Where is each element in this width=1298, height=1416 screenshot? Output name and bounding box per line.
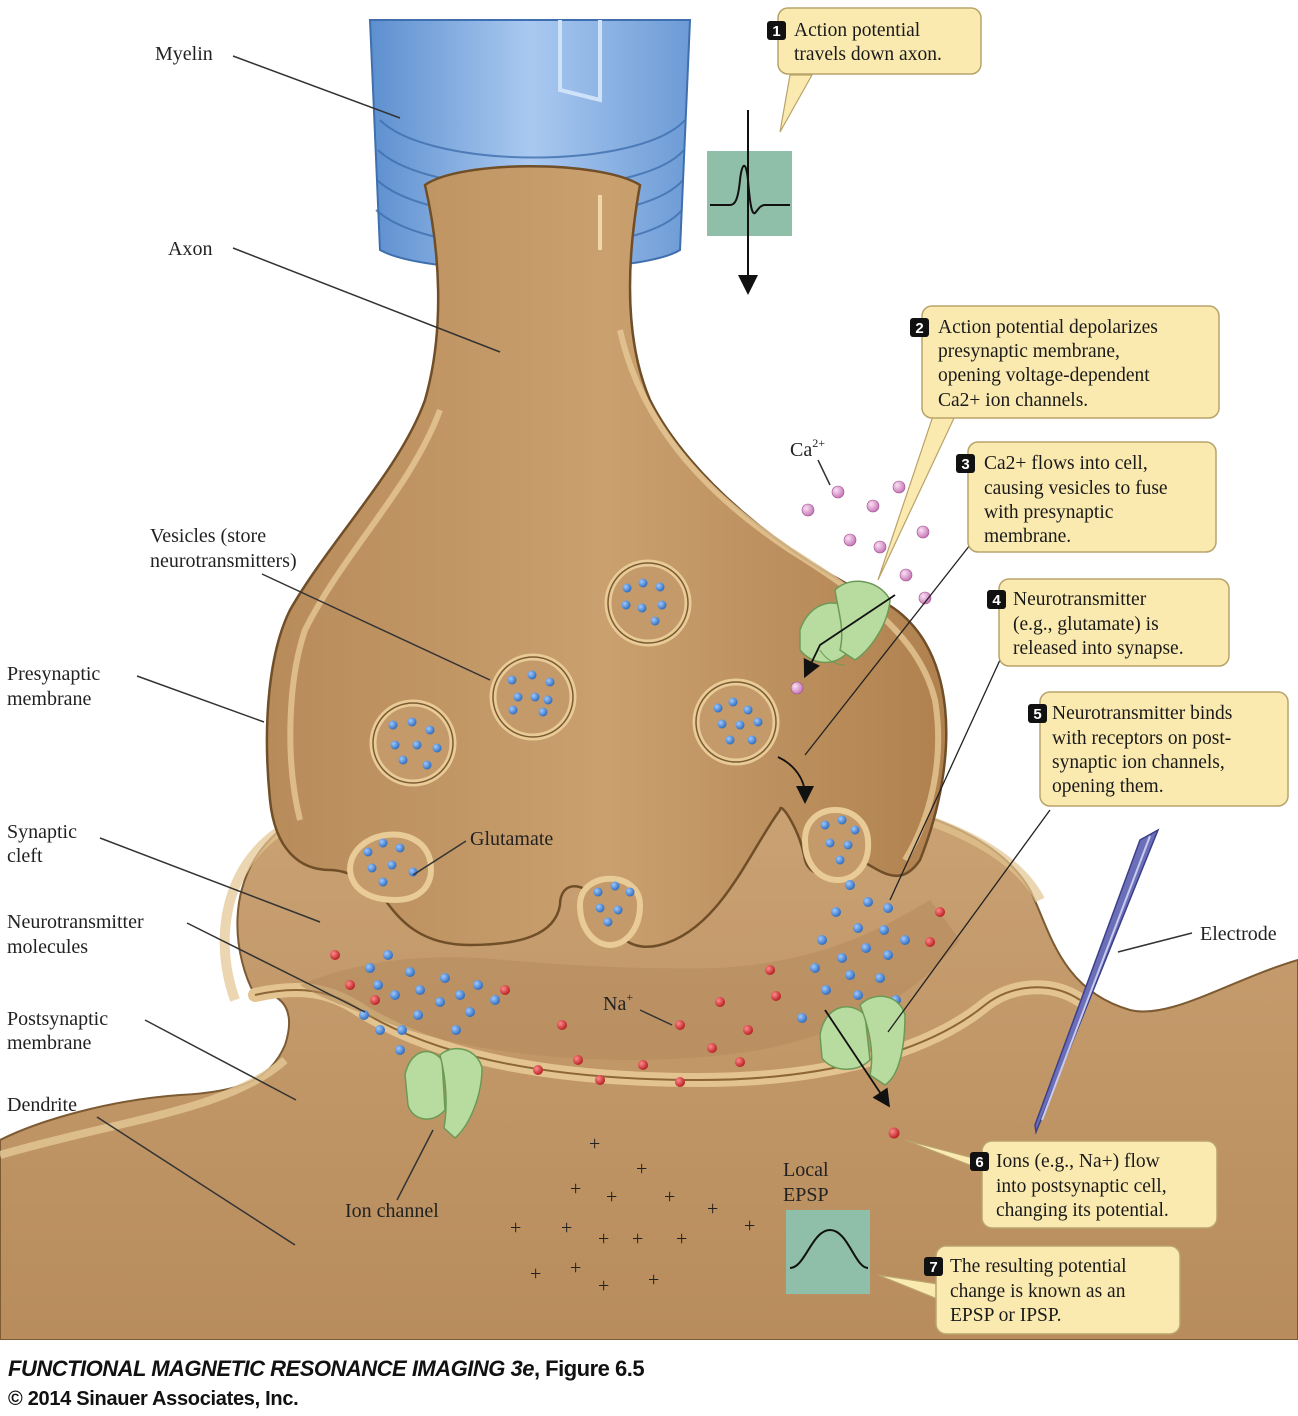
label-local: Local (783, 1159, 829, 1181)
label-ion-channel: Ion channel (345, 1200, 439, 1222)
ion-channel (404, 1047, 483, 1140)
svg-text:opening voltage-dependent: opening voltage-dependent (938, 365, 1150, 386)
svg-text:7: 7 (929, 1259, 937, 1276)
svg-text:+: + (632, 1228, 643, 1250)
svg-text:+: + (570, 1178, 581, 1200)
svg-text:2: 2 (915, 320, 923, 337)
fusing-vesicle (801, 807, 872, 884)
book-title: FUNCTIONAL MAGNETIC RESONANCE IMAGING 3e (8, 1356, 534, 1381)
svg-text:synaptic ion channels,: synaptic ion channels, (1052, 752, 1225, 773)
svg-text:3: 3 (961, 456, 969, 473)
svg-text:Action potential: Action potential (794, 20, 921, 41)
calcium-ions (790, 480, 932, 695)
svg-text:changing its potential.: changing its potential. (996, 1200, 1169, 1221)
label-nt-line1: Neurotransmitter (7, 911, 144, 933)
svg-text:Ca2+ ion channels.: Ca2+ ion channels. (938, 390, 1088, 411)
label-myelin: Myelin (155, 43, 213, 65)
callout-2: 2 Action potential depolarizes presynapt… (910, 305, 1220, 419)
svg-text:Ca2+ flows into cell,: Ca2+ flows into cell, (984, 453, 1148, 474)
callout-4: 4 Neurotransmitter (e.g., glutamate) is … (987, 578, 1230, 667)
label-dendrite: Dendrite (7, 1094, 77, 1116)
svg-text:+: + (598, 1228, 609, 1250)
label-calcium: Ca2+ (790, 436, 825, 461)
svg-text:released into synapse.: released into synapse. (1013, 638, 1184, 659)
svg-text:+: + (648, 1269, 659, 1291)
svg-text:membrane.: membrane. (984, 526, 1071, 547)
leader-lines (96, 55, 1193, 1246)
svg-text:Ions (e.g., Na+) flow: Ions (e.g., Na+) flow (996, 1151, 1160, 1172)
svg-text:+: + (598, 1275, 609, 1297)
neurotransmitter-molecules (359, 880, 910, 1055)
svg-text:+: + (530, 1263, 541, 1285)
neurotransmitter-in-vesicles (363, 578, 860, 927)
svg-text:+: + (676, 1228, 687, 1250)
svg-text:presynaptic membrane,: presynaptic membrane, (938, 341, 1120, 362)
svg-text:Neurotransmitter binds: Neurotransmitter binds (1052, 703, 1232, 724)
svg-text:+: + (570, 1257, 581, 1279)
svg-text:with presynaptic: with presynaptic (984, 502, 1114, 523)
label-postsynaptic-line2: membrane (7, 1032, 92, 1054)
label-glutamate: Glutamate (470, 828, 553, 850)
svg-text:change is known as an: change is known as an (950, 1281, 1126, 1302)
action-potential-graph (707, 110, 792, 295)
figure-caption: FUNCTIONAL MAGNETIC RESONANCE IMAGING 3e… (8, 1356, 645, 1382)
svg-text:+: + (636, 1158, 647, 1180)
svg-text:into postsynaptic cell,: into postsynaptic cell, (996, 1176, 1167, 1197)
svg-text:+: + (744, 1215, 755, 1237)
svg-text:+: + (589, 1133, 600, 1155)
svg-text:Action potential depolarizes: Action potential depolarizes (938, 317, 1158, 338)
svg-text:The resulting potential: The resulting potential (950, 1256, 1127, 1277)
synapse-illustration: + + + + + + + + + + + + + + + + Myelin A… (0, 7, 1298, 1341)
svg-text:5: 5 (1033, 706, 1041, 723)
callout-1: 1 Action potential travels down axon. (767, 7, 982, 75)
callout-3: 3 Ca2+ flows into cell, causing vesicles… (956, 441, 1217, 553)
positive-charges: + + + + + + + + + + + + + + + + (510, 1133, 755, 1297)
svg-text:Neurotransmitter: Neurotransmitter (1013, 589, 1147, 610)
callout-lines (804, 544, 1051, 1033)
svg-text:travels down axon.: travels down axon. (794, 44, 942, 65)
synaptic-cleft (300, 900, 960, 1060)
label-vesicles-line2: neurotransmitters) (150, 550, 297, 572)
svg-text:6: 6 (975, 1154, 983, 1171)
svg-text:+: + (561, 1217, 572, 1239)
label-axon: Axon (168, 238, 212, 260)
svg-text:+: + (510, 1217, 521, 1239)
svg-text:+: + (664, 1186, 675, 1208)
callout-7: 7 The resulting potential change is know… (924, 1245, 1181, 1335)
label-epsp: EPSP (783, 1184, 829, 1206)
label-cleft-line1: Synaptic (7, 821, 77, 843)
label-nt-line2: molecules (7, 936, 88, 958)
calcium-channel (799, 580, 891, 666)
figure-number: , Figure 6.5 (533, 1356, 645, 1381)
svg-text:opening them.: opening them. (1052, 776, 1164, 797)
svg-text:causing vesicles to fuse: causing vesicles to fuse (984, 478, 1168, 499)
label-postsynaptic-line1: Postsynaptic (7, 1008, 108, 1030)
label-electrode: Electrode (1200, 923, 1277, 945)
label-presynaptic-line2: membrane (7, 688, 92, 710)
label-vesicles-line1: Vesicles (store (150, 525, 266, 547)
callout-6: 6 Ions (e.g., Na+) flow into postsynapti… (970, 1140, 1218, 1229)
label-presynaptic-line1: Presynaptic (7, 663, 100, 685)
svg-text:EPSP or IPSP.: EPSP or IPSP. (950, 1305, 1061, 1326)
svg-text:with receptors on post-: with receptors on post- (1052, 728, 1231, 749)
epsp-graph (786, 1210, 870, 1294)
svg-text:+: + (707, 1198, 718, 1220)
label-cleft-line2: cleft (7, 845, 43, 867)
svg-text:4: 4 (992, 592, 1001, 609)
label-sodium: Na+ (603, 990, 633, 1015)
svg-text:1: 1 (772, 23, 780, 40)
svg-text:+: + (606, 1186, 617, 1208)
copyright: © 2014 Sinauer Associates, Inc. (8, 1388, 299, 1410)
callout-5: 5 Neurotransmitter binds with receptors … (1028, 691, 1289, 807)
svg-text:(e.g., glutamate) is: (e.g., glutamate) is (1013, 614, 1159, 635)
